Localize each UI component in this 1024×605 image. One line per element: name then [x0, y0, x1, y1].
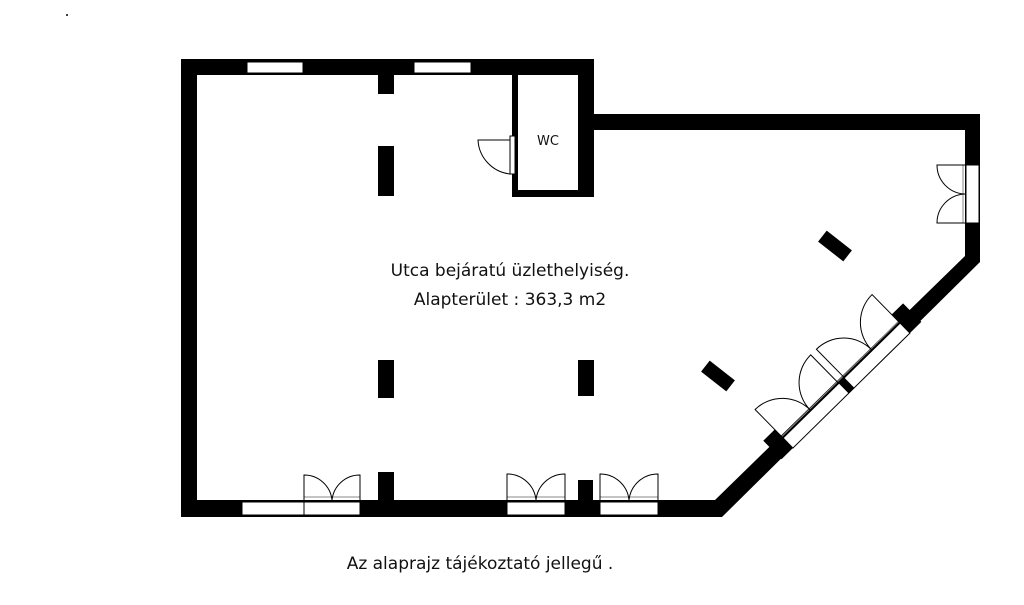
window: [246, 61, 304, 74]
wc-label: WC: [537, 134, 559, 149]
disclaimer: Az alaprajz tájékoztató jellegű .: [347, 554, 614, 574]
wc-door-swing: [477, 139, 511, 175]
pillar: [378, 75, 394, 94]
stray-dot: [66, 14, 68, 16]
diagonal-entrance: [754, 293, 922, 460]
double-door-right: [936, 164, 980, 224]
pillars: [378, 75, 852, 500]
pillar: [378, 360, 394, 398]
floor-area-label: Alapterület : 363,3 m2: [414, 290, 606, 310]
window: [241, 501, 305, 516]
pillar: [701, 360, 735, 392]
double-door: [506, 473, 566, 516]
pillar: [818, 230, 852, 262]
pillar: [578, 480, 593, 500]
wc-room: WC: [477, 75, 594, 197]
pillar: [378, 472, 394, 500]
double-door: [303, 474, 361, 516]
bottom-openings: [241, 473, 659, 516]
premises-title: Utca bejáratú üzlethelyiség.: [391, 261, 630, 281]
double-door: [599, 473, 659, 516]
pillar: [578, 360, 594, 396]
window: [413, 61, 472, 74]
pillar: [378, 146, 394, 196]
